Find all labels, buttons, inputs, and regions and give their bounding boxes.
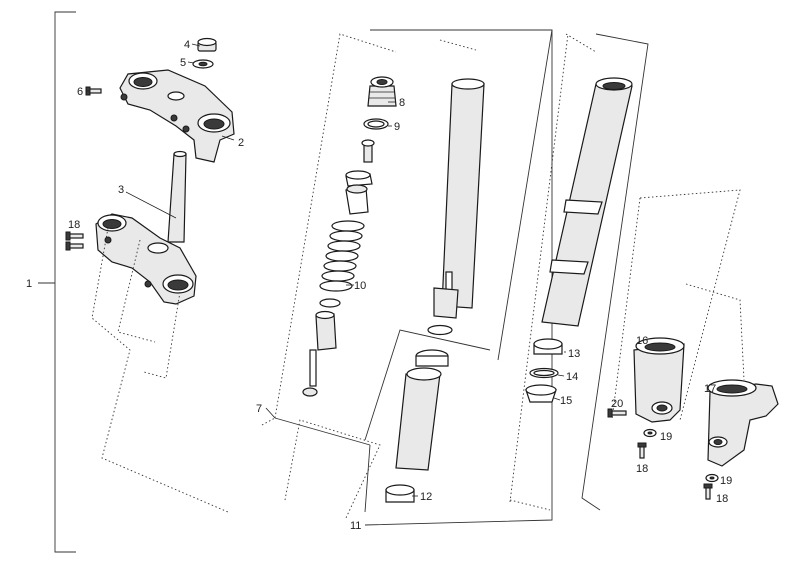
steering-stem: [167, 150, 187, 243]
damper-group-frame: [261, 33, 397, 446]
lower-triple-clamp: [95, 213, 197, 305]
spring-10: [319, 220, 365, 292]
screw-20: [607, 408, 627, 418]
bolt-18b: [703, 483, 713, 500]
callout-11: 11: [350, 520, 361, 532]
bolt: [361, 139, 375, 163]
callout-17: 17: [704, 383, 716, 395]
bushing-12: [385, 484, 415, 503]
outer-tube: [541, 77, 633, 327]
callout-18b: 18: [636, 463, 648, 475]
callout-15: 15: [560, 395, 572, 407]
inner-tube: [441, 78, 485, 309]
callout-10: 10: [354, 280, 366, 292]
outer-tube-frame: [509, 33, 649, 511]
callout-6: 6: [77, 86, 83, 98]
inner-tube-frame: [284, 29, 553, 526]
screws-18-left: [65, 231, 84, 251]
clip-14: [529, 367, 559, 379]
slider-tube: [395, 367, 442, 471]
dust-seal-15: [525, 384, 557, 403]
bolt-18a: [637, 442, 647, 459]
tube-bottom-valve: [427, 271, 459, 336]
callout-19b: 19: [720, 475, 732, 487]
spacer-nut: [345, 170, 373, 215]
callout-9: 9: [394, 121, 400, 133]
callout-19a: 19: [660, 431, 672, 443]
callout-4: 4: [184, 39, 190, 51]
leader-lines: [86, 43, 566, 497]
cap-8: [367, 76, 397, 107]
washer-5: [192, 59, 214, 69]
nut-4: [197, 37, 217, 52]
washer-19b: [705, 473, 719, 483]
fork-leg-17: [707, 379, 779, 467]
damper-rod: [302, 298, 341, 397]
callout-12: 12: [420, 491, 432, 503]
callout-18c: 18: [716, 493, 728, 505]
callout-16: 16: [636, 335, 648, 347]
callout-13: 13: [568, 348, 580, 360]
callout-3: 3: [118, 184, 124, 196]
callout-1: 1: [26, 278, 32, 290]
fork-leg-16: [633, 337, 685, 423]
callout-18a: 18: [68, 219, 80, 231]
assembly-bracket: [38, 11, 76, 553]
upper-triple-clamp: [119, 69, 235, 163]
seal-13: [533, 338, 563, 355]
callout-5: 5: [180, 57, 186, 69]
callout-7: 7: [256, 403, 262, 415]
callouts: 1 2 3 4 5 6 18 8 9 10 7 11 12 13 14 15 1…: [26, 39, 732, 532]
oring-9: [363, 118, 389, 130]
callout-14: 14: [566, 371, 578, 383]
callout-20: 20: [611, 398, 623, 410]
callout-8: 8: [399, 97, 405, 109]
callout-2: 2: [238, 137, 244, 149]
washer-19a: [643, 428, 657, 438]
bushing: [415, 349, 449, 367]
